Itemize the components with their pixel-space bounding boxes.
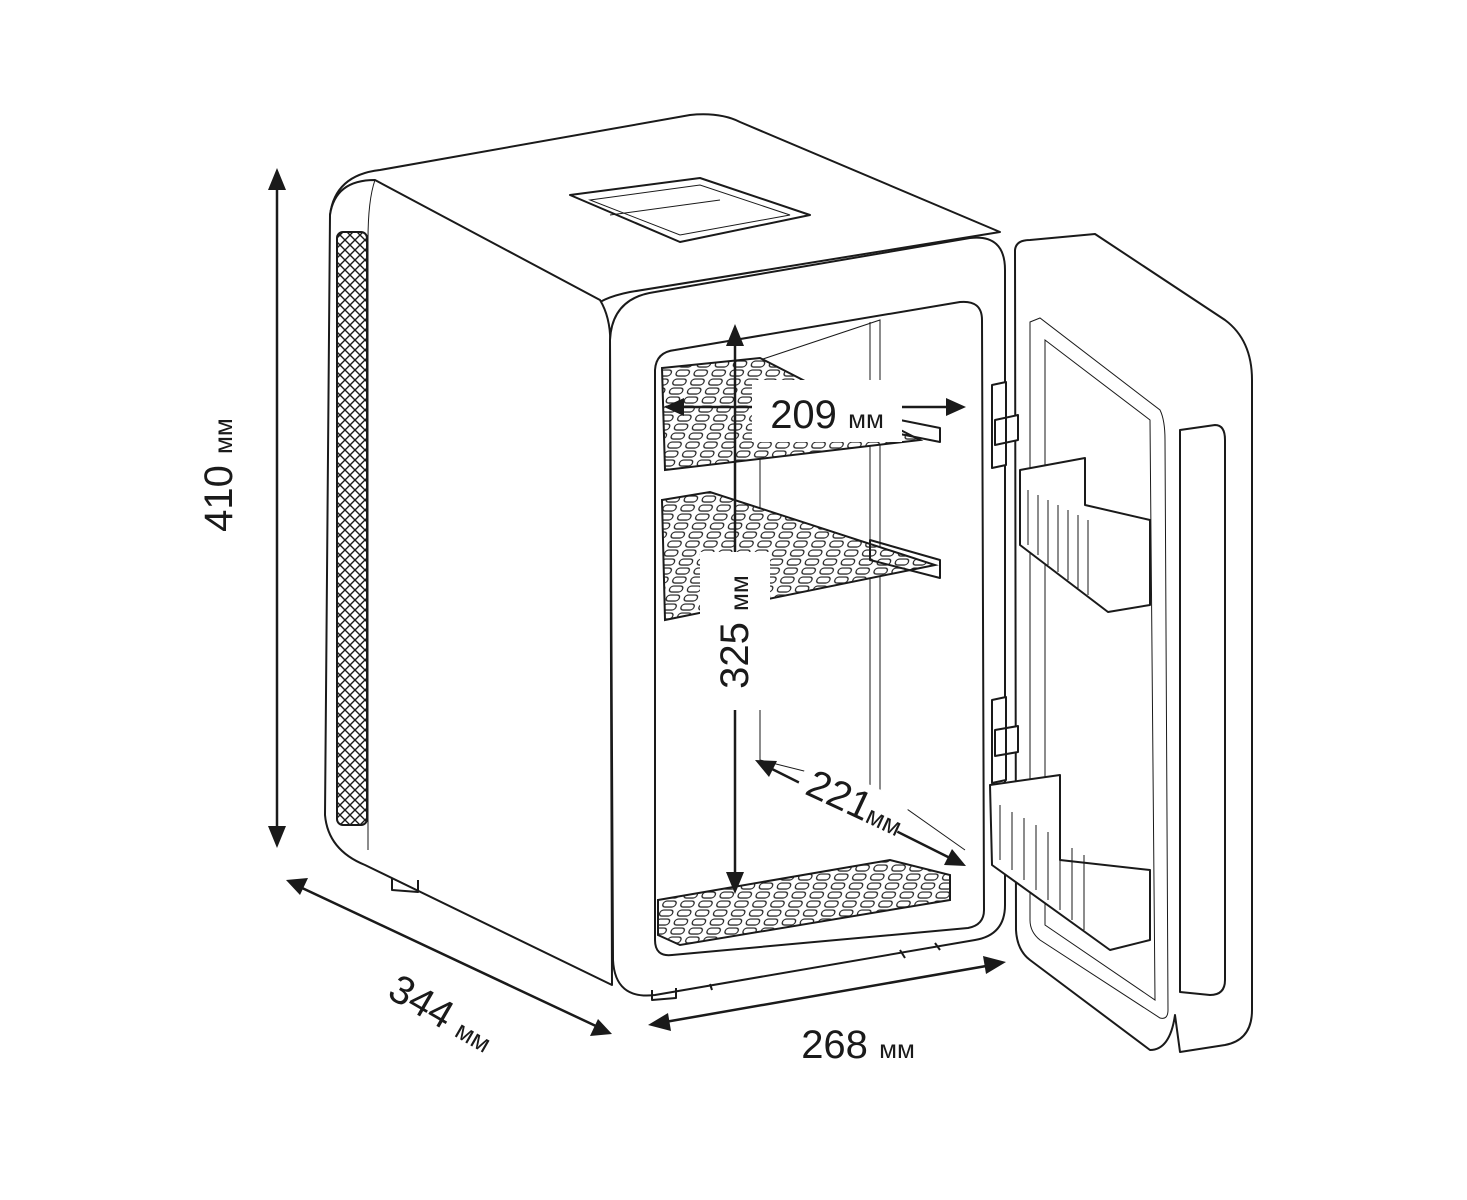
dim-depth-line	[286, 878, 612, 1036]
door-bin-lower-ribs	[999, 805, 1085, 930]
door-bin-lower	[989, 774, 1151, 951]
top-handle-inner	[588, 184, 791, 236]
dim-inner-height-line	[700, 324, 770, 894]
door-gasket	[1029, 317, 1169, 1019]
hinge-lower	[991, 696, 1019, 784]
inner-width-label: 209 мм	[770, 393, 884, 437]
dim-height-line	[268, 168, 286, 848]
dim-inner-width-line	[664, 380, 966, 442]
inner-opening	[654, 300, 985, 957]
width-label: 268 мм	[801, 1023, 915, 1067]
door-bin-upper-ribs	[1027, 490, 1089, 595]
inner-height-label: 325 мм	[713, 575, 757, 689]
door-side-handle	[1179, 424, 1226, 996]
door-bin-upper	[1019, 457, 1151, 613]
height-label: 410 мм	[197, 418, 241, 532]
side-panel	[324, 179, 613, 986]
depth-label: 344 мм	[381, 966, 501, 1061]
bottom-tray	[657, 858, 951, 947]
dim-width-line	[648, 956, 1006, 1031]
feet	[391, 878, 941, 1001]
open-door	[989, 233, 1253, 1053]
vent-grille	[336, 231, 368, 826]
hinge-upper	[991, 381, 1019, 469]
door-gasket-inner	[1044, 338, 1156, 1001]
top-handle	[569, 177, 811, 243]
dim-inner-depth-line	[755, 757, 966, 866]
